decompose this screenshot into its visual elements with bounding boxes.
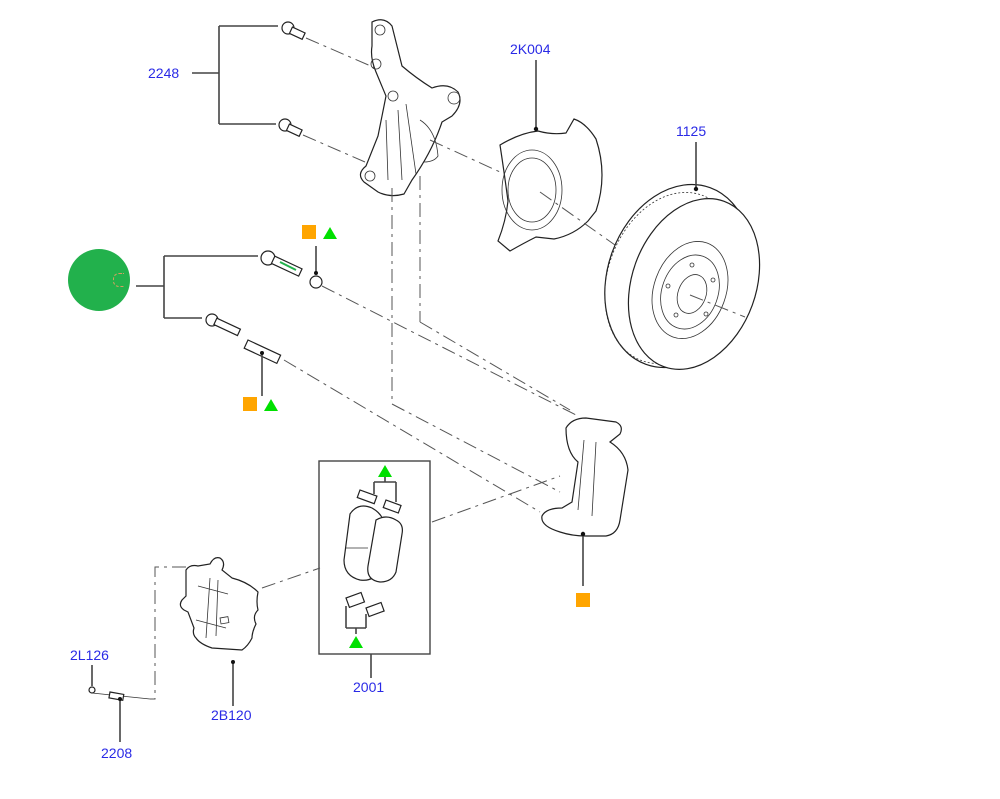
knuckle-bolt-lower[interactable] (278, 118, 303, 138)
orange-square-icon (576, 593, 590, 607)
callout-2l126[interactable]: 2L126 (70, 647, 109, 663)
knuckle-bolt-upper[interactable] (281, 21, 306, 41)
callout-2001[interactable]: 2001 (353, 679, 385, 695)
callout-2248[interactable]: 2248 (148, 65, 180, 81)
pad-kit-upper-clips (356, 476, 402, 514)
orange-square-icon (302, 225, 316, 239)
green-triangle-icon (264, 399, 278, 411)
brake-disc[interactable] (580, 164, 782, 389)
leader-2248 (192, 25, 278, 125)
brake-pads[interactable] (343, 505, 403, 583)
callout-2b120[interactable]: 2B120 (211, 707, 252, 723)
pad-kit-box[interactable] (318, 460, 431, 655)
green-triangle-icon (349, 636, 363, 648)
caliper-bolt-lower[interactable] (205, 313, 242, 337)
brake-caliper[interactable] (179, 557, 259, 651)
caliper-bolt-upper[interactable] (260, 250, 303, 277)
marker-inner-ring-icon (113, 273, 124, 287)
callout-1125[interactable]: 1125 (676, 123, 707, 139)
pad-kit-lower-clips (345, 591, 385, 634)
bleed-cap[interactable] (88, 686, 96, 694)
leader-caliper-bolts (136, 255, 258, 319)
orange-square-icon (243, 397, 257, 411)
caliper-carrier[interactable] (541, 417, 629, 537)
callout-2k004[interactable]: 2K004 (510, 41, 551, 57)
green-circle-marker-icon[interactable] (68, 249, 130, 311)
green-triangle-icon (323, 227, 337, 239)
callout-2208[interactable]: 2208 (101, 745, 133, 761)
steering-knuckle[interactable] (359, 19, 461, 197)
splash-shield[interactable] (497, 118, 603, 252)
caliper-nut[interactable] (309, 246, 323, 289)
green-triangle-icon (378, 465, 392, 477)
